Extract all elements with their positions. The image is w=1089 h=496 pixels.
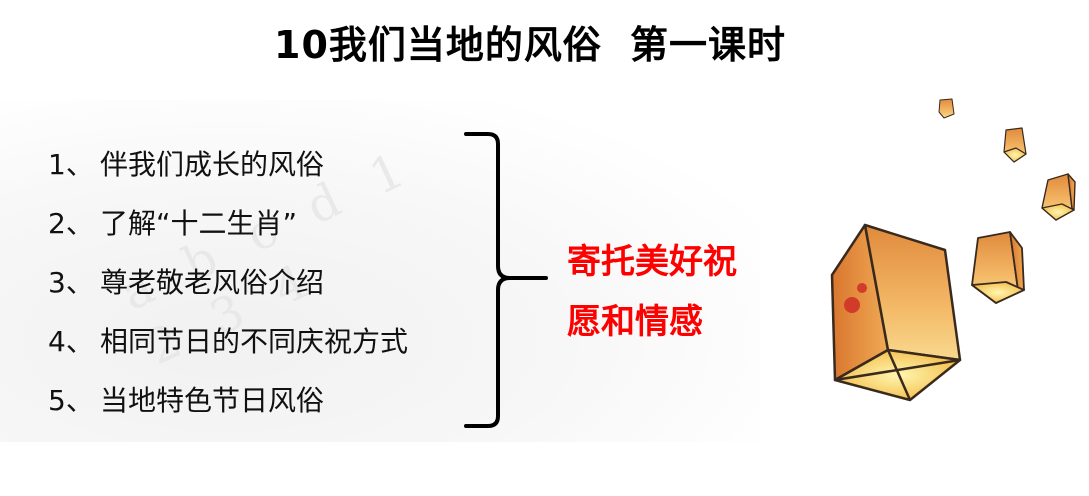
summary-text: 寄托美好祝 愿和情感 [567,232,737,352]
right-brace-icon [464,132,548,428]
small-lantern [1003,127,1027,163]
medium-lantern [971,231,1025,304]
topic-number: 1、 [48,148,94,181]
summary-line-2: 愿和情感 [567,302,703,342]
tiny-lantern [938,98,955,119]
background-gradient [0,100,760,442]
topic-text: 尊老敬老风俗介绍 [100,266,325,299]
slide-title: 10我们当地的风俗第一课时 [0,14,1060,69]
summary-line-1: 寄托美好祝 [567,242,737,282]
topic-number: 2、 [48,207,94,240]
topic-text: 伴我们成长的风俗 [100,148,325,181]
topic-item: 4、相同节日的不同庆祝方式 [48,317,408,376]
sky-lanterns-image [830,98,1076,402]
topic-number: 3、 [48,266,94,299]
topic-item: 5、当地特色节日风俗 [48,376,408,435]
topic-list: 1、伴我们成长的风俗 2、了解“十二生肖” 3、尊老敬老风俗介绍 4、相同节日的… [48,140,408,435]
lesson-period: 第一课时 [629,23,786,67]
large-lantern [830,223,962,402]
topic-text: 相同节日的不同庆祝方式 [100,325,409,358]
topic-item: 2、了解“十二生肖” [48,199,408,258]
topic-text: 当地特色节日风俗 [100,384,325,417]
lesson-title: 10我们当地的风俗 [274,23,602,67]
small-lantern [1041,173,1076,221]
topic-item: 1、伴我们成长的风俗 [48,140,408,199]
topic-number: 4、 [48,325,94,358]
topic-item: 3、尊老敬老风俗介绍 [48,258,408,317]
topic-text: 了解“十二生肖” [100,207,298,240]
topic-number: 5、 [48,384,94,417]
